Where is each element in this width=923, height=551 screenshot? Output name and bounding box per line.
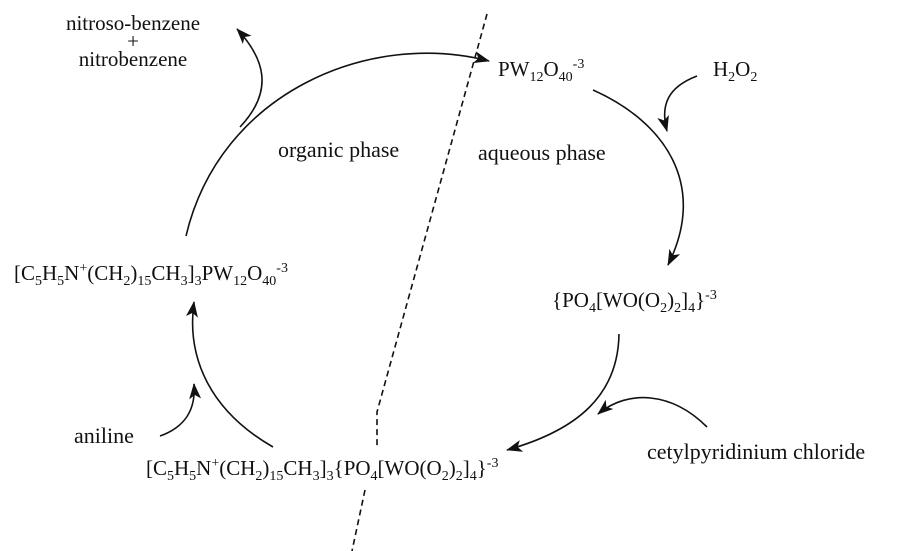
reagent-aniline: aniline xyxy=(74,423,134,448)
product-nitrosobenzene: nitroso-benzene xyxy=(65,11,201,35)
product-label: nitroso-benzene + nitrobenzene xyxy=(27,12,239,70)
species-peroxo-complex: {PO4[WO(O2)2]4}-3 xyxy=(552,288,717,316)
species-q3-peroxo-complex: [C5H5N+(CH2)15CH3]3{PO4[WO(O2)2]4}-3 xyxy=(146,456,499,484)
product-plus-sign: + xyxy=(127,29,139,53)
arrow-pw12-to-peroxo xyxy=(592,89,685,266)
arrow-products-out xyxy=(236,28,263,128)
arrow-cetylpyridinium-in xyxy=(597,396,708,428)
product-nitrobenzene: nitrobenzene xyxy=(78,47,188,71)
phase-boundary-line xyxy=(376,13,488,446)
species-q3-pw12o40: [C5H5N+(CH2)15CH3]3PW12O40-3 xyxy=(14,261,288,289)
reagent-cetylpyridinium-chloride: cetylpyridinium chloride xyxy=(647,439,866,464)
arrow-aniline-in xyxy=(159,383,202,437)
arrow-peroxo-to-qperoxo xyxy=(506,333,620,452)
species-pw12o40: PW12O40-3 xyxy=(498,57,585,85)
organic-phase-label: organic phase xyxy=(278,137,400,162)
phase-boundary-line-lower xyxy=(351,489,366,551)
arrow-qperoxo-to-qpw xyxy=(186,301,274,448)
arrow-h2o2-in xyxy=(657,75,698,132)
reagent-h2o2: H2O2 xyxy=(713,57,758,85)
aqueous-phase-label: aqueous phase xyxy=(478,140,606,165)
arrow-qpw-to-pw12 xyxy=(185,51,490,237)
